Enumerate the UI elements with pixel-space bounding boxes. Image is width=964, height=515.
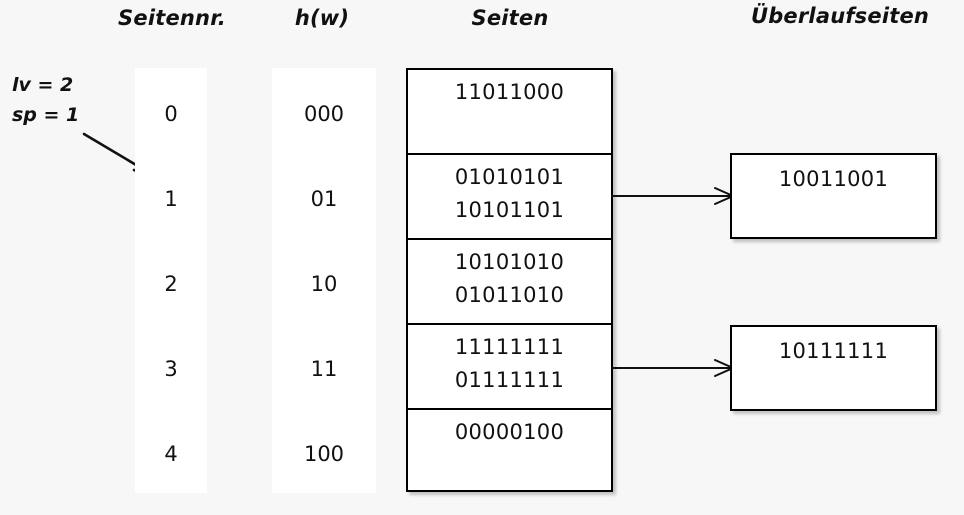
hw-cell: 10 (310, 271, 338, 296)
page-entry: 01111111 (454, 368, 565, 392)
overflow-connector-arrow-icon (611, 359, 735, 377)
column-seitennr: 0 1 2 3 4 (135, 68, 207, 493)
parameter-lv: lv = 2 (12, 74, 74, 96)
hw-cell: 01 (310, 186, 338, 211)
page-entry: 10101010 (454, 250, 565, 274)
hw-cell: 11 (310, 356, 338, 381)
seitennr-cell: 1 (164, 186, 178, 211)
page-cell: 01010101 10101101 (408, 155, 611, 240)
parameter-sp: sp = 1 (12, 104, 80, 126)
page-cell: 00000100 (408, 410, 611, 490)
page-entry: 11111111 (454, 335, 565, 359)
overflow-page-box: 10011001 (730, 153, 937, 239)
overflow-entry: 10111111 (778, 339, 889, 363)
overflow-entry: 10011001 (778, 167, 889, 191)
page-entry: 01010101 (454, 165, 565, 189)
page-cell: 11011000 (408, 70, 611, 155)
page-stack: 11011000 01010101 10101101 10101010 0101… (406, 68, 613, 492)
page-cell: 10101010 01011010 (408, 240, 611, 325)
overflow-connector-arrow-icon (611, 187, 735, 205)
page-cell: 11111111 01111111 (408, 325, 611, 410)
page-entry: 11011000 (454, 80, 565, 104)
page-entry: 00000100 (454, 420, 565, 444)
seitennr-cell: 2 (164, 271, 178, 296)
column-hw: 000 01 10 11 100 (272, 68, 376, 493)
overflow-page-box: 10111111 (730, 325, 937, 411)
column-header-seiten: Seiten (471, 6, 549, 30)
page-entry: 01011010 (454, 283, 565, 307)
column-header-hw: h(w) (294, 6, 350, 30)
seitennr-cell: 3 (164, 356, 178, 381)
seitennr-cell: 4 (164, 441, 178, 466)
column-header-ueberlaufseiten: Überlaufseiten (750, 4, 930, 28)
hw-cell: 000 (303, 101, 345, 126)
hw-cell: 100 (303, 441, 345, 466)
parameter-annotation: lv = 2 sp = 1 (12, 70, 79, 130)
seitennr-cell: 0 (164, 101, 178, 126)
column-header-seitennr: Seitennr. (118, 6, 226, 30)
page-entry: 10101101 (454, 198, 565, 222)
